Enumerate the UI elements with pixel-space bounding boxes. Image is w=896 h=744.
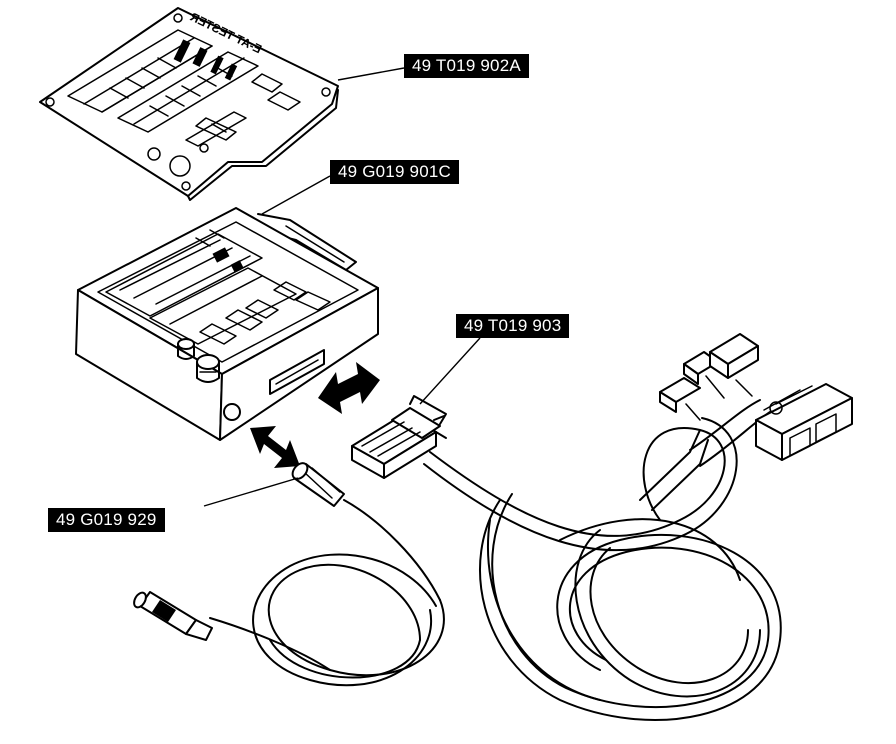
part-label-harness-cable: 49 T019 903 [456,314,570,338]
part-label-overlay-sheet: 49 T019 902A [404,54,529,78]
part-label-tester-unit: 49 G019 901C [330,160,459,184]
leader-line-harness [419,337,481,405]
harness-cable [351,333,853,721]
connect-arrow-harness [318,362,380,414]
power-cable [133,462,445,687]
leader-line-power [203,477,299,507]
leader-line-tester [261,175,331,215]
leader-line-overlay [337,67,405,81]
part-label-power-cable: 49 G019 929 [48,508,165,532]
tester-unit [75,207,379,441]
connect-arrow-power [250,426,300,468]
overlay-sheet: E-AT TESTER [39,7,339,201]
